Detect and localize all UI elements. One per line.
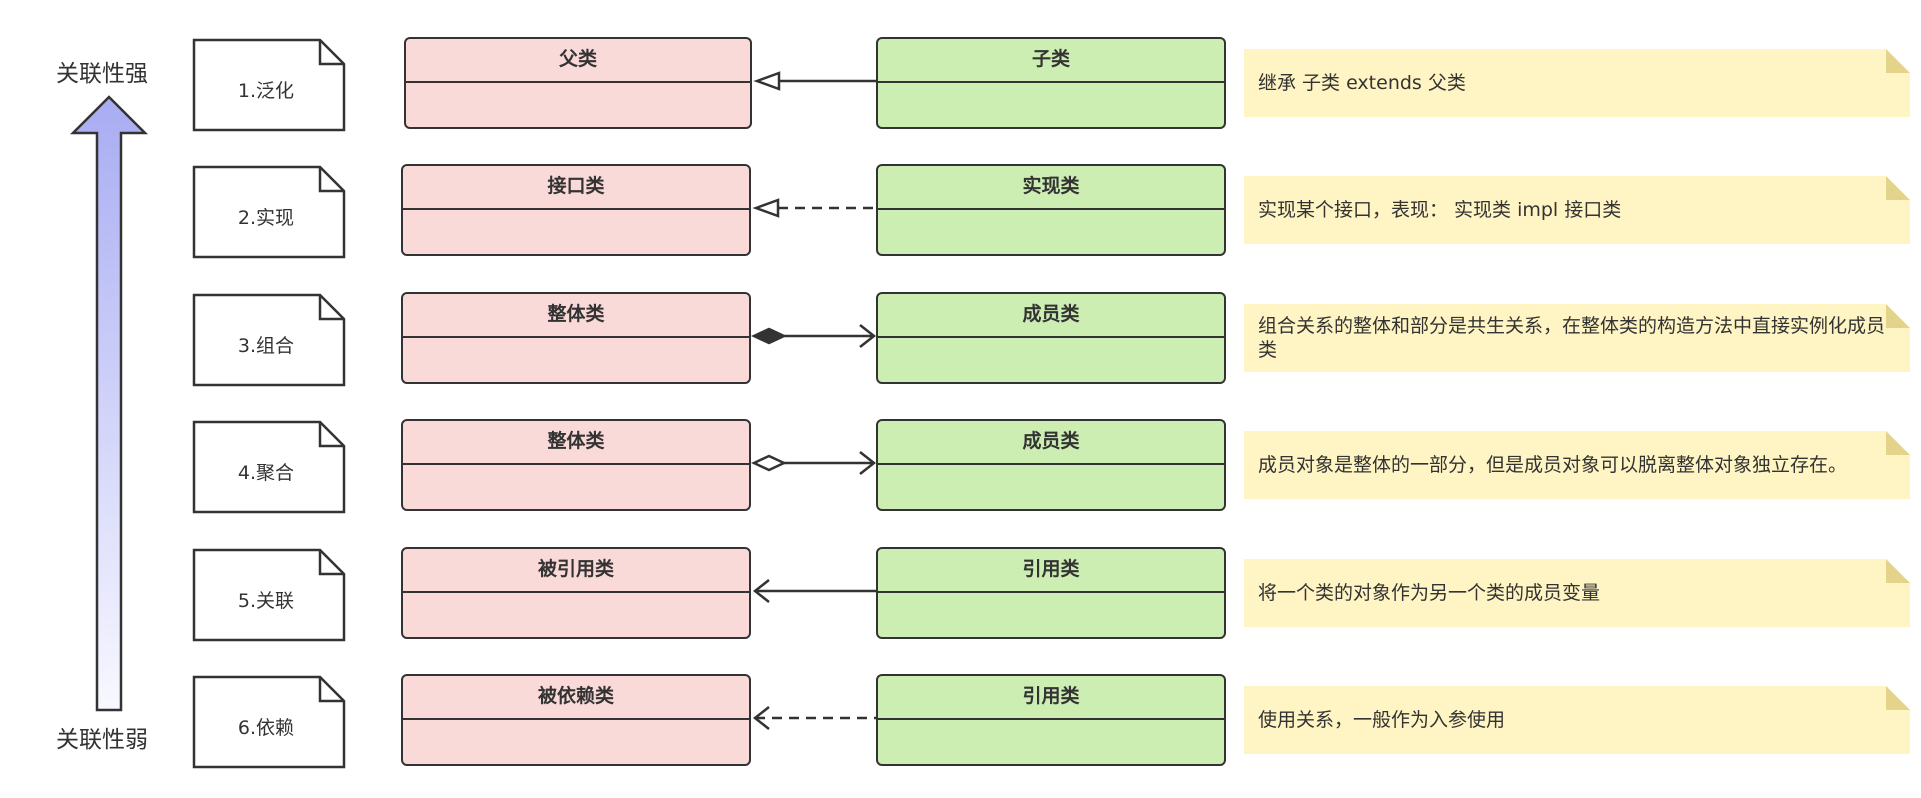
- sticky-note-fold: [1886, 559, 1910, 583]
- child-class-name: 引用类: [878, 549, 1224, 593]
- relation-label-fold: [318, 40, 344, 66]
- relation-label: 2.实现: [237, 206, 295, 229]
- child-class-name: 成员类: [878, 421, 1224, 465]
- child-class-box[interactable]: 成员类: [876, 292, 1226, 384]
- child-class-box[interactable]: 引用类: [876, 547, 1226, 639]
- relation-label: 5.关联: [237, 589, 295, 612]
- parent-class-box[interactable]: 整体类: [401, 292, 751, 384]
- relation-label-fold: [318, 422, 344, 448]
- sticky-note: [1244, 49, 1910, 117]
- strength-strong-label: 关联性强: [56, 61, 148, 87]
- open-arrowhead: [859, 451, 877, 475]
- parent-class-name: 接口类: [403, 166, 749, 210]
- sticky-note: [1244, 176, 1910, 244]
- strength-weak-label: 关联性弱: [56, 727, 148, 753]
- child-class-box[interactable]: 子类: [876, 37, 1226, 129]
- relation-label-note: [192, 548, 346, 642]
- relation-label-note: [192, 675, 346, 769]
- relation-description: 使用关系，一般作为入参使用: [1258, 709, 1506, 731]
- hollow-diamond: [751, 454, 787, 472]
- sticky-note: [1244, 431, 1910, 499]
- relation-label-fold: [318, 677, 344, 703]
- relation-description: 继承 子类 extends 父类: [1258, 72, 1466, 94]
- sticky-note-fold: [1886, 49, 1910, 73]
- open-arrowhead: [752, 706, 770, 730]
- child-class-box[interactable]: 成员类: [876, 419, 1226, 511]
- relation-label-note: [192, 38, 346, 132]
- open-arrowhead: [859, 324, 877, 348]
- parent-class-box[interactable]: 被依赖类: [401, 674, 751, 766]
- parent-class-name: 整体类: [403, 294, 749, 338]
- relation-description: 成员对象是整体的一部分，但是成员对象可以脱离整体对象独立存在。: [1258, 454, 1848, 476]
- parent-class-box[interactable]: 父类: [404, 37, 752, 129]
- sticky-note: [1244, 559, 1910, 627]
- relation-label: 1.泛化: [237, 79, 295, 102]
- strength-arrow: [69, 95, 149, 712]
- relation-label-fold: [318, 167, 344, 193]
- relation-description: 组合关系的整体和部分是共生关系，在整体类的构造方法中直接实例化成员类: [1258, 315, 1886, 361]
- child-class-box[interactable]: 实现类: [876, 164, 1226, 256]
- open-arrowhead: [752, 579, 770, 603]
- relation-description: 将一个类的对象作为另一个类的成员变量: [1258, 582, 1601, 604]
- relation-label-fold: [318, 295, 344, 321]
- child-class-name: 引用类: [878, 676, 1224, 720]
- child-class-name: 实现类: [878, 166, 1224, 210]
- parent-class-box[interactable]: 整体类: [401, 419, 751, 511]
- relation-label-note: [192, 165, 346, 259]
- relation-label: 4.聚合: [237, 461, 295, 484]
- relation-label-note: [192, 293, 346, 387]
- filled-diamond: [751, 327, 787, 345]
- hollow-triangle-arrowhead: [753, 71, 781, 91]
- relation-label: 3.组合: [237, 334, 295, 357]
- relation-label: 6.依赖: [237, 716, 295, 739]
- parent-class-name: 整体类: [403, 421, 749, 465]
- relation-label-note: [192, 420, 346, 514]
- sticky-note-fold: [1886, 431, 1910, 455]
- hollow-triangle-arrowhead: [752, 198, 780, 218]
- sticky-note-fold: [1886, 304, 1910, 328]
- child-class-name: 子类: [878, 39, 1224, 83]
- child-class-box[interactable]: 引用类: [876, 674, 1226, 766]
- relation-label-fold: [318, 550, 344, 576]
- sticky-note: [1244, 686, 1910, 754]
- child-class-name: 成员类: [878, 294, 1224, 338]
- parent-class-name: 被依赖类: [403, 676, 749, 720]
- parent-class-box[interactable]: 接口类: [401, 164, 751, 256]
- sticky-note-fold: [1886, 686, 1910, 710]
- relation-description: 实现某个接口，表现： 实现类 impl 接口类: [1258, 199, 1622, 221]
- parent-class-name: 被引用类: [403, 549, 749, 593]
- sticky-note: [1244, 304, 1910, 372]
- parent-class-box[interactable]: 被引用类: [401, 547, 751, 639]
- parent-class-name: 父类: [406, 39, 750, 83]
- sticky-note-fold: [1886, 176, 1910, 200]
